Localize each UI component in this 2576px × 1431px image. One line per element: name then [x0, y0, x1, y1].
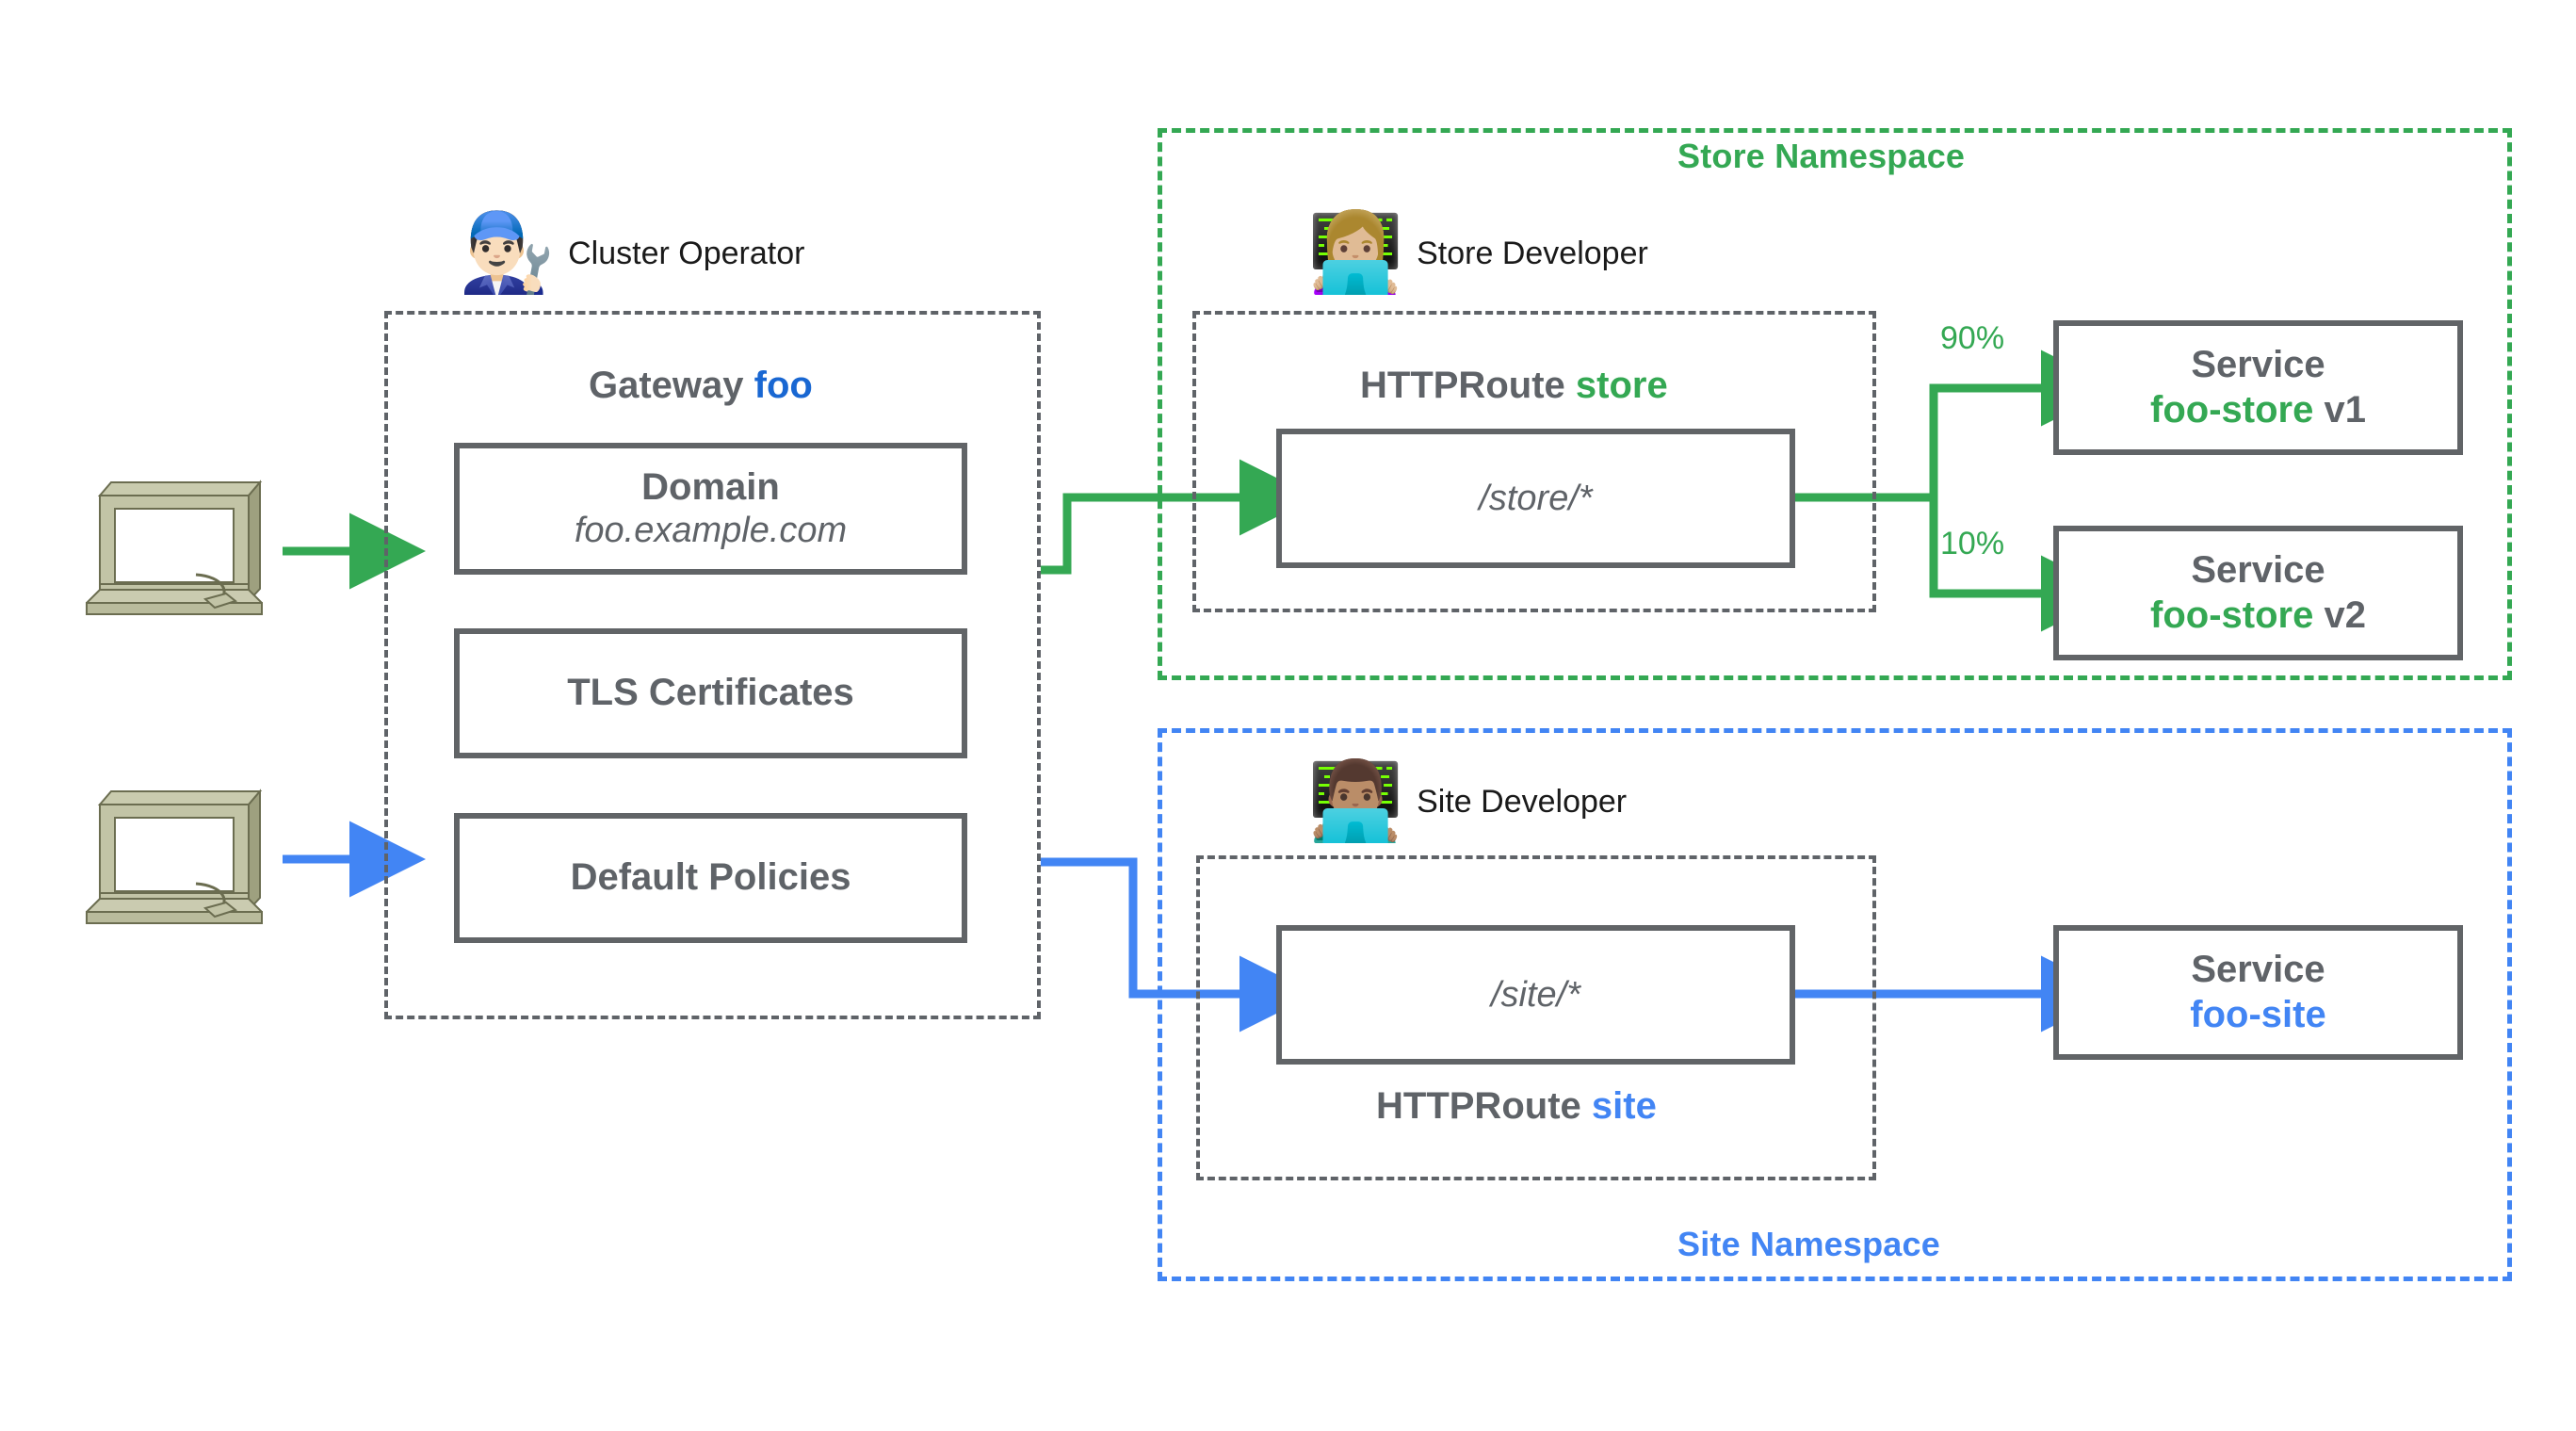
desktop-computer-icon: [86, 480, 263, 615]
persona-label: Site Developer: [1417, 783, 1628, 820]
namespace-site: [1158, 728, 2512, 1281]
service-foo-store-v2[interactable]: Service foo-store v2: [2053, 526, 2463, 660]
service-foo-store-v1[interactable]: Service foo-store v1: [2053, 320, 2463, 455]
tls-certificates-label: TLS Certificates: [567, 672, 854, 714]
gateway-group-box: [384, 311, 1041, 1019]
persona-site-developer: 👨🏽‍💻 Site Developer: [1307, 763, 1627, 840]
httproute-site-title-prefix: HTTPRoute: [1376, 1085, 1581, 1127]
httproute-site-title-accent: site: [1591, 1085, 1657, 1127]
namespace-store-label: Store Namespace: [1677, 137, 1966, 175]
weight-label-store-v2: 10%: [1940, 526, 2005, 561]
service-kind: Service: [2191, 949, 2325, 991]
gateway-title: Gateway foo: [589, 365, 813, 407]
service-version: v1: [2324, 388, 2366, 431]
namespace-site-label: Site Namespace: [1677, 1225, 1940, 1263]
httproute-store-title-accent: store: [1575, 365, 1668, 406]
gateway-title-prefix: Gateway: [589, 365, 744, 406]
service-name: foo-site: [2190, 993, 2326, 1035]
service-name: foo-store: [2150, 388, 2314, 431]
service-version: v2: [2324, 594, 2366, 636]
default-policies-label: Default Policies: [570, 856, 851, 899]
weight-label-store-v1: 90%: [1940, 320, 2005, 356]
desktop-computer-icon: [86, 789, 263, 924]
gateway-item-default-policies[interactable]: Default Policies: [454, 813, 967, 943]
service-kind: Service: [2191, 344, 2325, 386]
service-name: foo-store: [2150, 594, 2314, 636]
gateway-item-domain[interactable]: Domain foo.example.com: [454, 443, 967, 575]
httproute-store-title: HTTPRoute store: [1360, 365, 1668, 407]
domain-label: Domain: [641, 465, 780, 508]
persona-label: Store Developer: [1417, 235, 1648, 271]
service-name-line: foo-store v1: [2150, 388, 2366, 432]
httproute-site-group-box: [1196, 855, 1876, 1180]
gateway-item-tls-certificates[interactable]: TLS Certificates: [454, 628, 967, 758]
persona-store-developer: 👩🏼‍💻 Store Developer: [1307, 215, 1648, 292]
httproute-store-group-box: [1192, 311, 1876, 612]
httproute-store-title-prefix: HTTPRoute: [1360, 365, 1565, 406]
httproute-site-match[interactable]: /site/*: [1276, 925, 1795, 1065]
service-foo-site[interactable]: Service foo-site: [2053, 925, 2463, 1060]
store-match-path: /store/*: [1479, 478, 1593, 518]
httproute-store-match[interactable]: /store/*: [1276, 429, 1795, 568]
gateway-title-accent: foo: [753, 365, 813, 406]
woman-technologist-icon: 👩🏼‍💻: [1307, 210, 1404, 296]
service-name-line: foo-site: [2190, 993, 2325, 1037]
domain-value: foo.example.com: [574, 511, 848, 551]
service-name-line: foo-store v2: [2150, 594, 2366, 638]
httproute-site-title: HTTPRoute site: [1376, 1085, 1657, 1128]
site-match-path: /site/*: [1490, 974, 1581, 1015]
namespace-store: [1158, 128, 2512, 680]
man-technologist-icon: 👨🏽‍💻: [1307, 758, 1404, 844]
man-mechanic-icon: 👨🏻‍🔧: [459, 210, 556, 296]
service-kind: Service: [2191, 549, 2325, 592]
persona-label: Cluster Operator: [568, 235, 805, 271]
persona-cluster-operator: 👨🏻‍🔧 Cluster Operator: [459, 215, 804, 292]
